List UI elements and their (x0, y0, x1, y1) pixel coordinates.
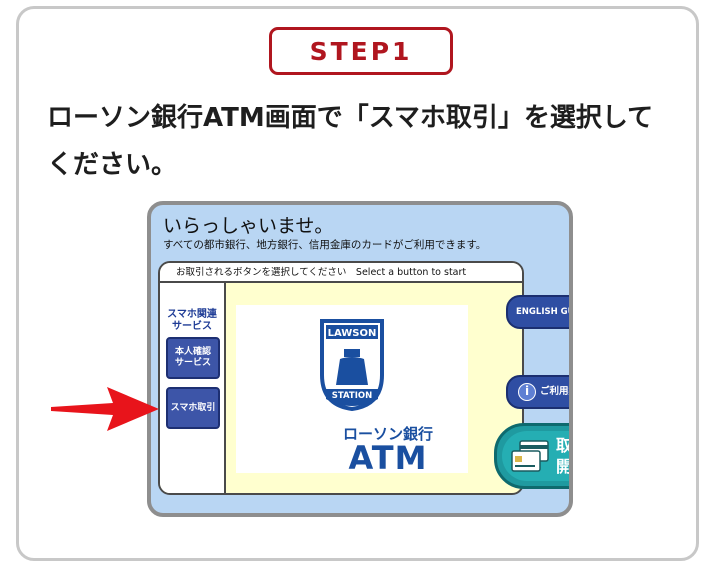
instruction-text: ローソン銀行ATM画面で「スマホ取引」を選択してください。 (47, 103, 654, 180)
selection-panel: お取引されるボタンを選択してください Select a button to st… (158, 261, 524, 495)
step-badge: STEP1 (269, 27, 453, 75)
logo-top-text: LAWSON (328, 328, 377, 339)
usage-guide-button[interactable]: i ご利用案内 (506, 375, 569, 409)
step-card: STEP1 ローソン銀行ATM画面で「スマホ取引」を選択してください。 いらっし… (16, 6, 699, 561)
cash-card-icon (511, 440, 549, 472)
smartphone-services-column: スマホ関連 サービス 本人確認 サービス スマホ取引 (160, 283, 226, 493)
info-icon: i (518, 383, 536, 401)
smartphone-services-title: スマホ関連 サービス (167, 309, 217, 332)
smartphone-transaction-button[interactable]: スマホ取引 (166, 387, 220, 429)
panel-header: お取引されるボタンを選択してください Select a button to st… (160, 263, 522, 283)
pointer-arrow-icon (51, 387, 159, 431)
start-transaction-label: 取引 開始 (556, 436, 573, 476)
usage-guide-label: ご利用案内 (540, 386, 569, 397)
greeting-text: いらっしゃいませ。 (163, 215, 334, 237)
lawson-atm-logo: LAWSON STATION ローソン銀行 ATM (236, 305, 468, 477)
lawson-station-logo-icon: LAWSON STATION (320, 319, 384, 412)
atm-screen: いらっしゃいませ。 すべての都市銀行、地方銀行、信用金庫のカードがご利用できます… (147, 201, 573, 517)
identity-verification-button[interactable]: 本人確認 サービス (166, 337, 220, 379)
logo-atm-text: ATM (348, 439, 428, 477)
greeting-subtext: すべての都市銀行、地方銀行、信用金庫のカードがご利用できます。 (163, 239, 487, 251)
logo-bottom-text: STATION (332, 391, 372, 401)
start-transaction-button[interactable]: 取引 開始 (494, 423, 573, 489)
logo-brand-text: ローソン銀行 (342, 425, 433, 443)
english-guidance-button[interactable]: ENGLISH GUIDANCE (506, 295, 569, 329)
